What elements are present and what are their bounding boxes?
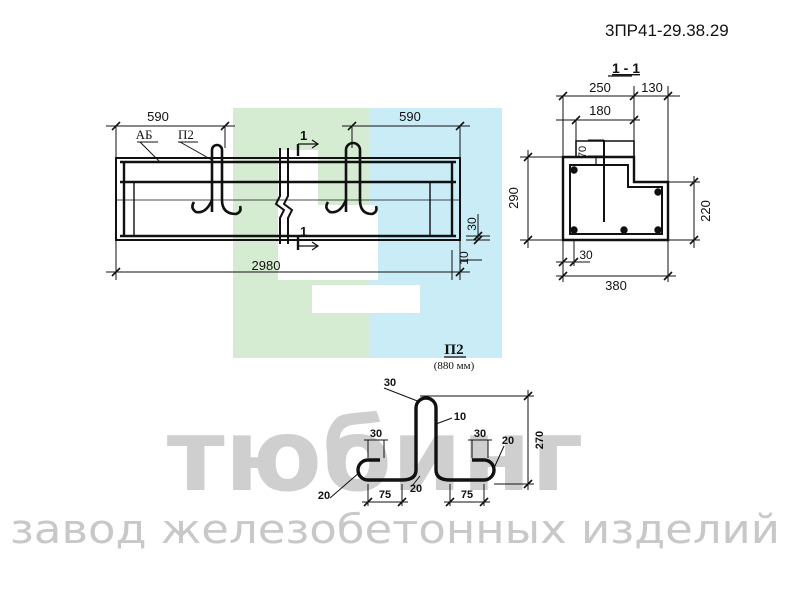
section-dim-130: 130 [641, 80, 663, 95]
watermark-cutout-left [278, 150, 318, 280]
section-mark-top: 1 [300, 128, 307, 143]
loop-detail-title: П2 [444, 342, 463, 358]
section-mark-bottom: 1 [300, 224, 307, 239]
loop-dim-left-30: 30 [370, 428, 382, 440]
section-title: 1 - 1 [612, 60, 640, 76]
section-dim-250: 250 [589, 80, 611, 95]
elevation-view [106, 121, 490, 280]
section-dim-70: 70 [577, 146, 589, 158]
dim-offset-10: 10 [457, 251, 471, 265]
section-view [520, 86, 700, 282]
dim-left-590: 590 [147, 109, 169, 124]
section-dim-220: 220 [698, 200, 713, 222]
section-dim-290: 290 [506, 187, 521, 209]
section-dim-180: 180 [589, 103, 611, 118]
watermark-blue-block [369, 108, 502, 358]
loop-dim-left-20: 20 [318, 490, 330, 502]
label-mesh-ab: АБ [136, 127, 153, 142]
dim-cover-30: 30 [465, 217, 479, 231]
watermark-brand: тюбинг [167, 397, 583, 514]
label-loop-p2: П2 [178, 127, 194, 142]
loop-dim-right-20: 20 [502, 435, 514, 447]
loop-dim-right-30: 30 [474, 428, 486, 440]
section-dim-30: 30 [579, 248, 593, 262]
watermark-cutout-bottom [312, 285, 420, 313]
watermark-logo [233, 108, 502, 358]
watermark-tagline: завод железобетонных изделий [10, 507, 780, 553]
loop-dim-right-75: 75 [461, 489, 473, 501]
dim-right-590: 590 [399, 109, 421, 124]
loop-detail-length: (880 мм) [434, 360, 475, 372]
document-code: 3ПР41-29.38.29 [605, 21, 729, 40]
watermark-cutout-mid [318, 205, 378, 280]
loop-dim-10: 10 [454, 411, 466, 423]
dim-overall-2980: 2980 [252, 258, 281, 273]
loop-detail-drawing [329, 387, 534, 507]
section-dim-380: 380 [605, 278, 627, 293]
loop-dim-270: 270 [534, 431, 546, 449]
loop-dim-mid-20: 20 [410, 483, 422, 495]
loop-dim-top-30: 30 [384, 377, 396, 389]
loop-dim-left-75: 75 [379, 489, 391, 501]
